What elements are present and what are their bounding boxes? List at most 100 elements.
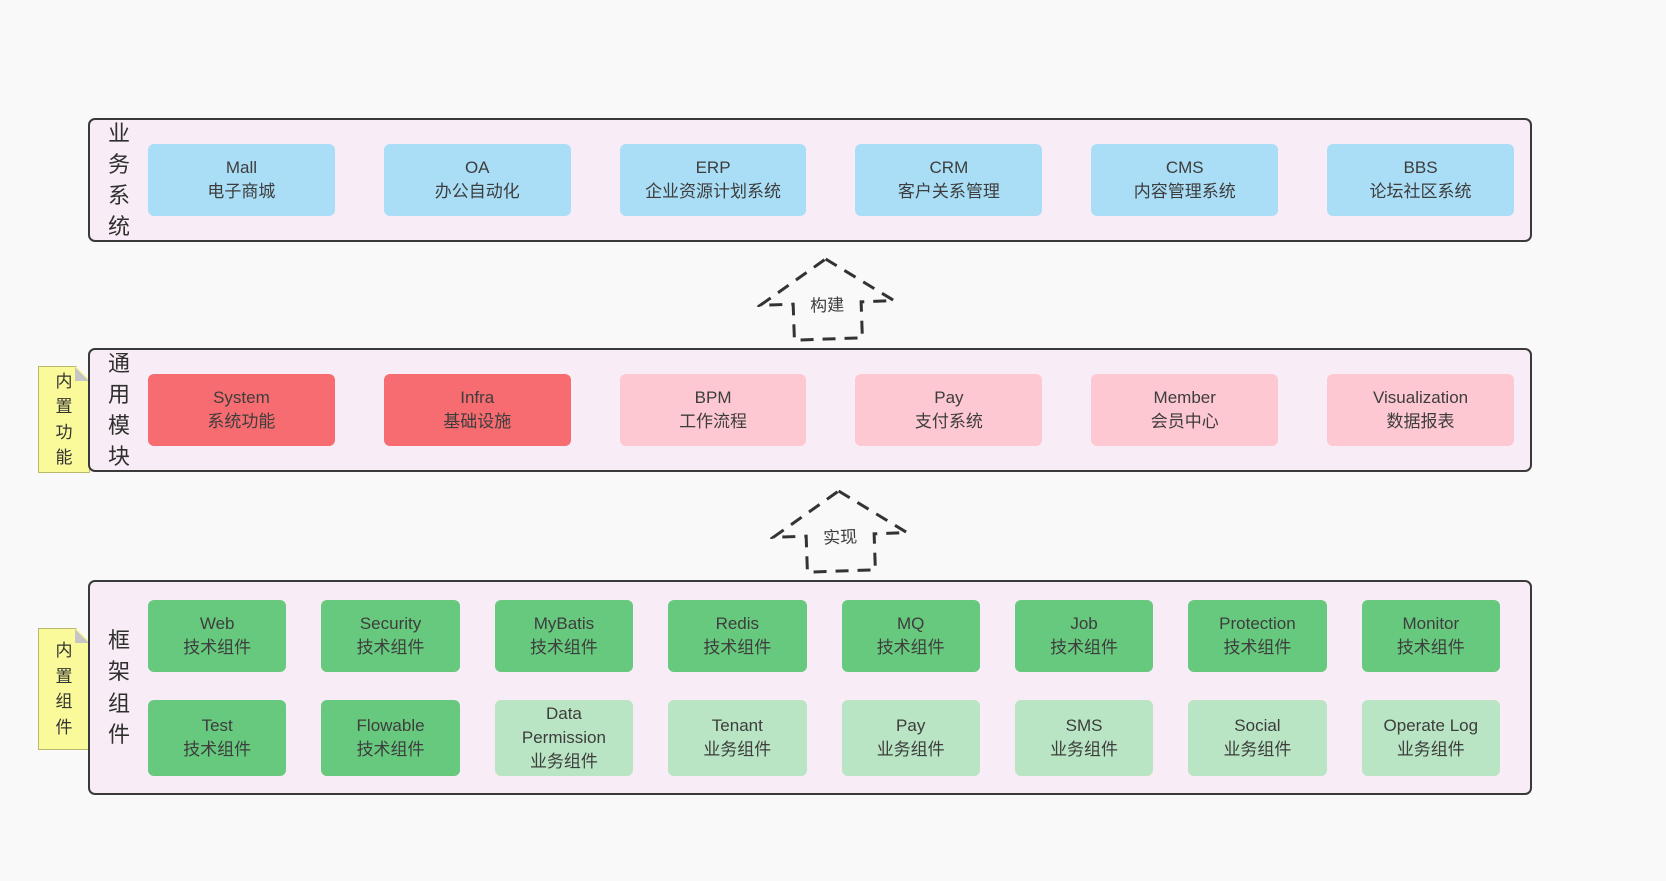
node-sms: SMS 业务组件 (1014, 700, 1154, 776)
node-title: Operate Log (1383, 715, 1479, 735)
node-title: Monitor (1402, 613, 1460, 633)
node-bpm: BPM 工作流程 (619, 374, 807, 446)
node-title: Security (359, 613, 422, 633)
node-subtitle: 内容管理系统 (1133, 182, 1236, 201)
framework-components-label: 框架组件 (90, 582, 148, 793)
node-subtitle: 数据报表 (1386, 412, 1455, 431)
build-arrow-label: 构建 (805, 289, 849, 318)
node-subtitle: 技术组件 (183, 740, 252, 759)
node-visualization: Visualization 数据报表 (1327, 374, 1514, 446)
node-subtitle: 技术组件 (1396, 638, 1465, 657)
node-mq: MQ 技术组件 (841, 600, 980, 672)
node-title: Member (1153, 387, 1216, 407)
node-subtitle: 业务组件 (703, 740, 772, 759)
node-flowable: Flowable 技术组件 (321, 700, 460, 776)
implement-arrow: 实现 (768, 486, 912, 577)
panel-label-text: 通用模块 (107, 350, 130, 470)
node-subtitle: 技术组件 (876, 638, 945, 657)
business-systems-panel: 业务系统 Mall 电子商城 OA 办公自动化 ERP 企业资源计划系统 CRM… (88, 118, 1532, 242)
node-title: CMS (1165, 157, 1204, 177)
node-social: Social 业务组件 (1188, 700, 1327, 776)
node-bbs: BBS 论坛社区系统 (1327, 144, 1514, 216)
node-infra: Infra 基础设施 (383, 374, 571, 446)
node-web: Web 技术组件 (148, 600, 287, 672)
business-systems-row: Mall 电子商城 OA 办公自动化 ERP 企业资源计划系统 CRM 客户关系… (148, 120, 1530, 240)
node-test: Test 技术组件 (148, 700, 287, 776)
node-mybatis: MyBatis 技术组件 (494, 600, 634, 672)
node-member: Member 会员中心 (1091, 374, 1279, 446)
node-subtitle: 业务组件 (1396, 740, 1465, 759)
node-subtitle: 客户关系管理 (897, 182, 1000, 201)
node-title: Job (1070, 613, 1098, 633)
node-subtitle: 会员中心 (1150, 412, 1219, 431)
node-subtitle: 业务组件 (1223, 740, 1292, 759)
folded-corner-icon (75, 629, 89, 643)
node-title: Tenant (711, 715, 763, 735)
panel-label-text: 业务系统 (107, 120, 130, 240)
node-redis: Redis 技术组件 (668, 600, 807, 672)
node-title: Visualization (1372, 387, 1469, 407)
node-title: Pay (934, 387, 964, 407)
node-subtitle: 技术组件 (183, 638, 252, 657)
node-subtitle: 技术组件 (1050, 638, 1119, 657)
folded-corner-icon (75, 367, 89, 381)
node-title: Pay (896, 715, 926, 735)
node-title: Test (201, 715, 233, 735)
node-subtitle: 办公自动化 (434, 182, 520, 201)
node-protection: Protection 技术组件 (1188, 600, 1327, 672)
node-title: OA (464, 157, 490, 177)
node-subtitle: 工作流程 (679, 412, 748, 431)
node-subtitle: 技术组件 (703, 638, 772, 657)
node-monitor: Monitor 技术组件 (1361, 600, 1500, 672)
node-pay-module: Pay 支付系统 (855, 374, 1043, 446)
node-cms: CMS 内容管理系统 (1091, 144, 1279, 216)
node-system: System 系统功能 (148, 374, 335, 446)
node-title: Mall (225, 157, 257, 177)
build-arrow: 构建 (755, 254, 899, 345)
node-operate-log: Operate Log 业务组件 (1361, 700, 1500, 776)
node-tenant: Tenant 业务组件 (668, 700, 807, 776)
node-subtitle: 技术组件 (1223, 638, 1292, 657)
framework-components-grid: Web 技术组件 Security 技术组件 MyBatis 技术组件 Redi… (148, 582, 1530, 793)
note-text: 内置组件 (55, 641, 73, 737)
node-subtitle: 电子商城 (207, 182, 276, 201)
node-subtitle: 业务组件 (1050, 740, 1119, 759)
node-title: MQ (896, 613, 925, 633)
node-title: BBS (1403, 157, 1438, 177)
node-title: Flowable (356, 715, 425, 735)
built-in-features-note: 内置功能 (38, 366, 90, 473)
node-title: BPM (694, 387, 732, 407)
node-erp: ERP 企业资源计划系统 (619, 144, 807, 216)
common-modules-panel: 通用模块 System 系统功能 Infra 基础设施 BPM 工作流程 Pay… (88, 348, 1532, 472)
node-subtitle: 系统功能 (207, 412, 276, 431)
node-mall: Mall 电子商城 (148, 144, 335, 216)
node-title: Social (1234, 715, 1281, 735)
node-subtitle: 技术组件 (356, 638, 425, 657)
node-title: ERP (695, 157, 731, 177)
node-pay-component: Pay 业务组件 (841, 700, 980, 776)
implement-arrow-label: 实现 (818, 521, 862, 550)
node-subtitle: 支付系统 (914, 412, 983, 431)
node-oa: OA 办公自动化 (383, 144, 571, 216)
node-title: Infra (460, 387, 495, 407)
node-subtitle: 技术组件 (356, 740, 425, 759)
node-subtitle: 技术组件 (529, 638, 598, 657)
node-security: Security 技术组件 (321, 600, 460, 672)
common-modules-label: 通用模块 (90, 350, 148, 470)
up-arrow-icon (755, 257, 899, 342)
node-title: Protection (1219, 613, 1296, 633)
node-subtitle: 企业资源计划系统 (645, 182, 782, 201)
node-subtitle: 业务组件 (529, 752, 598, 772)
node-title: Redis (715, 613, 760, 633)
node-subtitle: 业务组件 (876, 740, 945, 759)
node-title: MyBatis (533, 613, 595, 633)
node-title: Data Permission (521, 703, 606, 747)
framework-components-panel: 框架组件 Web 技术组件 Security 技术组件 MyBatis 技术组件… (88, 580, 1532, 795)
node-title: System (213, 387, 270, 407)
up-arrow-icon (768, 489, 912, 574)
node-job: Job 技术组件 (1014, 600, 1154, 672)
panel-label-text: 框架组件 (107, 628, 130, 747)
node-title: Web (199, 613, 235, 633)
note-text: 内置功能 (55, 371, 73, 467)
business-systems-label: 业务系统 (90, 120, 148, 240)
